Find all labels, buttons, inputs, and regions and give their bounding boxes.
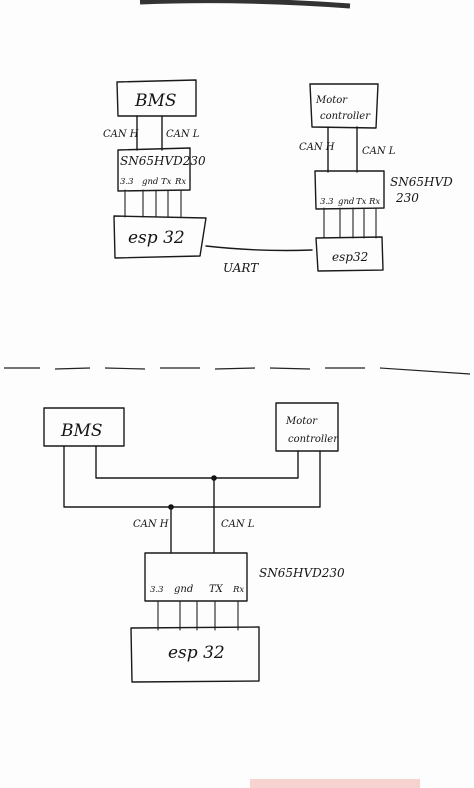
- top-left-transceiver-box: [117, 147, 191, 192]
- top-smudge: [139, 0, 351, 9]
- top-right-esp-label: esp32: [332, 250, 368, 264]
- top-right-canh-label: CAN H: [299, 142, 335, 153]
- top-left-pin-gnd: gnd: [142, 177, 159, 187]
- top-left-pin-3v3: 3.3: [120, 177, 134, 187]
- bottom-canl-label: CAN L: [221, 519, 255, 530]
- bottom-pin-gnd: gnd: [174, 584, 193, 595]
- bottom-pin-3v3: 3.3: [150, 585, 164, 595]
- top-right-pin-wires: [323, 207, 377, 239]
- top-bms-label: BMS: [134, 91, 177, 111]
- bottom-pin-tx: TX: [209, 584, 224, 595]
- top-right-canl-label: CAN L: [362, 146, 396, 157]
- bottom-bms-box: [43, 407, 125, 447]
- top-left-esp-box: [113, 215, 207, 259]
- bottom-motor-controller-line2: controller: [288, 434, 339, 445]
- bottom-esp-label: esp 32: [168, 643, 225, 663]
- bus-can-l-line: [63, 445, 321, 508]
- bottom-edge-tint: [250, 779, 420, 788]
- top-motor-controller-box: [309, 83, 379, 129]
- top-right-pin-rx: Rx: [368, 197, 380, 207]
- top-left-pin-wires: [124, 189, 182, 218]
- top-right-transceiver-box: [314, 170, 385, 210]
- uart-label: UART: [223, 261, 259, 275]
- top-left-pin-tx: Tx: [161, 177, 172, 187]
- top-motor-controller-line2: controller: [320, 111, 371, 122]
- uart-wire: [205, 245, 313, 252]
- bottom-transceiver-box: [144, 552, 248, 602]
- top-right-pin-3v3: 3.3: [320, 197, 334, 207]
- bottom-bms-label: BMS: [60, 421, 103, 441]
- top-left-transceiver-label: SN65HVD230: [120, 154, 206, 168]
- bus-can-h-line: [95, 445, 299, 479]
- bottom-motor-controller-box: [275, 402, 339, 452]
- top-bms-box: [116, 79, 197, 117]
- top-left-pin-rx: Rx: [174, 177, 186, 187]
- top-left-esp-label: esp 32: [128, 228, 185, 248]
- top-left-canh-label: CAN H: [103, 129, 139, 140]
- bottom-transceiver-label: SN65HVD230: [259, 566, 345, 580]
- bottom-pin-rx: Rx: [232, 585, 244, 595]
- top-motor-controller-line1: Motor: [315, 95, 348, 106]
- top-left-canl-label: CAN L: [166, 129, 200, 140]
- top-right-transceiver-line1: SN65HVD: [390, 175, 453, 189]
- top-right-pin-gnd: gnd: [338, 197, 355, 207]
- section-divider: [4, 367, 471, 375]
- top-right-pin-tx: Tx: [356, 197, 367, 207]
- bottom-esp-box: [130, 626, 260, 683]
- bottom-pin-wires: [157, 600, 239, 631]
- bottom-canh-label: CAN H: [133, 519, 169, 530]
- bottom-motor-controller-line1: Motor: [285, 416, 318, 427]
- top-right-transceiver-line2: 230: [395, 191, 419, 205]
- top-right-esp-box: [315, 236, 384, 272]
